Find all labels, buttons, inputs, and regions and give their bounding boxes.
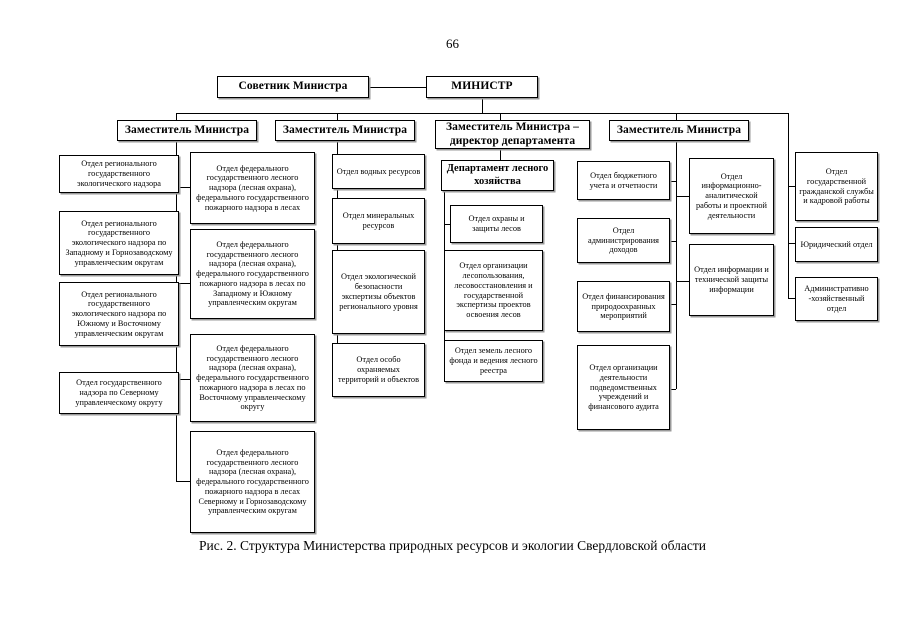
- connector-drop-deputy-3: [500, 113, 501, 121]
- unit-label: Отдел минеральных ресурсов: [342, 211, 415, 230]
- connector-branch-col2-b: [176, 283, 190, 284]
- unit-label: Отдел информационно-аналитической работы…: [696, 171, 767, 220]
- unit-label: Отдел организации лесопользования, лесов…: [454, 261, 533, 320]
- connector-branch-col2-a: [176, 187, 190, 188]
- unit-label: Отдел федерального государственного лесн…: [196, 163, 309, 212]
- unit-label: Отдел федерального государственного лесн…: [196, 343, 309, 412]
- unit-forest-use-organization[interactable]: Отдел организации лесопользования, лесов…: [444, 250, 543, 331]
- connector-branch-col5-a: [670, 181, 676, 182]
- unit-label: Отдел особо охраняемых территорий и объе…: [338, 355, 419, 384]
- figure-caption: Рис. 2. Структура Министерства природных…: [199, 538, 706, 553]
- unit-info-analytics[interactable]: Отдел информационно-аналитической работы…: [689, 158, 774, 234]
- connector-branch-col7-a: [788, 186, 795, 187]
- unit-label: Отдел земель лесного фонда и ведения лес…: [449, 346, 538, 375]
- unit-label: Административно -хозяйственный отдел: [804, 284, 869, 313]
- unit-label: Юридический отдел: [800, 239, 873, 249]
- connector-branch-col4-a: [444, 224, 450, 225]
- unit-regional-eco-1[interactable]: Отдел регионального государственного эко…: [59, 155, 179, 193]
- unit-label: Отдел информации и технической защиты ин…: [694, 265, 769, 294]
- connector-branch-col6-a: [676, 196, 689, 197]
- unit-label: Отдел охраны и защиты лесов: [468, 214, 525, 233]
- unit-revenue-administration[interactable]: Отдел администрирования доходов: [577, 218, 670, 263]
- connector-branch-col5-b: [670, 241, 676, 242]
- unit-label: Отдел государственной гражданской службы…: [799, 166, 874, 206]
- unit-forest-lands-registry[interactable]: Отдел земель лесного фонда и ведения лес…: [444, 340, 543, 382]
- unit-ecological-safety[interactable]: Отдел экологической безопасности эксперт…: [332, 250, 425, 334]
- node-department-head-label: Департамент лесного хозяйства: [446, 163, 549, 187]
- unit-federal-forest-4[interactable]: Отдел федерального государственного лесн…: [190, 431, 315, 533]
- unit-label: Отдел бюджетного учета и отчетности: [589, 170, 658, 190]
- unit-administrative-economic[interactable]: Административно -хозяйственный отдел: [795, 277, 878, 321]
- unit-label: Отдел государственного надзора по Северн…: [75, 378, 163, 407]
- node-deputy-4-label: Заместитель Министра: [616, 123, 742, 136]
- unit-label: Отдел регионального государственного эко…: [77, 159, 161, 188]
- node-minister[interactable]: МИНИСТР: [426, 76, 538, 98]
- unit-federal-forest-2[interactable]: Отдел федерального государственного лесн…: [190, 229, 315, 319]
- unit-federal-forest-3[interactable]: Отдел федерального государственного лесн…: [190, 334, 315, 422]
- unit-budget-accounting[interactable]: Отдел бюджетного учета и отчетности: [577, 161, 670, 200]
- unit-label: Отдел организации деятельности подведомс…: [588, 363, 659, 412]
- unit-label: Отдел водных ресурсов: [336, 166, 421, 176]
- unit-legal[interactable]: Юридический отдел: [795, 227, 878, 262]
- unit-mineral-resources[interactable]: Отдел минеральных ресурсов: [332, 198, 425, 244]
- node-deputy-3-label: Заместитель Министра – директор департам…: [445, 120, 580, 147]
- connector-advisor-minister: [369, 87, 426, 88]
- unit-regional-eco-4[interactable]: Отдел государственного надзора по Северн…: [59, 372, 179, 414]
- connector-drop-deputy-1: [176, 113, 177, 121]
- connector-branch-col5-c: [670, 304, 676, 305]
- connector-drop-deputy-4: [676, 113, 677, 121]
- connector-branch-col4-stem: [444, 191, 450, 192]
- node-deputy-4[interactable]: Заместитель Министра: [609, 120, 749, 141]
- connector-spine-col5-top: [676, 141, 677, 181]
- connector-deputy-bus: [176, 113, 788, 114]
- node-advisor-label: Советник Министра: [238, 80, 348, 93]
- unit-water-resources[interactable]: Отдел водных ресурсов: [332, 154, 425, 189]
- page-number: 66: [446, 36, 459, 51]
- unit-label: Отдел администрирования доходов: [588, 225, 659, 255]
- unit-label: Отдел регионального государственного эко…: [65, 218, 173, 267]
- unit-federal-forest-1[interactable]: Отдел федерального государственного лесн…: [190, 152, 315, 224]
- unit-label: Отдел федерального государственного лесн…: [196, 447, 309, 516]
- unit-information-protection[interactable]: Отдел информации и технической защиты ин…: [689, 244, 774, 316]
- connector-branch-col7-c: [788, 298, 795, 299]
- unit-label: Отдел финансирования природоохранных мер…: [582, 291, 665, 321]
- node-deputy-1[interactable]: Заместитель Министра: [117, 120, 257, 141]
- unit-protected-areas[interactable]: Отдел особо охраняемых территорий и объе…: [332, 343, 425, 397]
- connector-spine-col5: [676, 181, 677, 389]
- unit-regional-eco-2[interactable]: Отдел регионального государственного эко…: [59, 211, 179, 275]
- node-deputy-3[interactable]: Заместитель Министра – директор департам…: [435, 120, 590, 149]
- connector-branch-col2-d: [176, 481, 190, 482]
- connector-minister-stem: [482, 97, 483, 113]
- connector-branch-col7-b: [788, 243, 795, 244]
- unit-nature-funding[interactable]: Отдел финансирования природоохранных мер…: [577, 281, 670, 332]
- unit-subordinate-institutions-audit[interactable]: Отдел организации деятельности подведомс…: [577, 345, 670, 430]
- connector-branch-col5-d: [670, 389, 676, 390]
- unit-civil-service-hr[interactable]: Отдел государственной гражданской службы…: [795, 152, 878, 221]
- node-deputy-1-label: Заместитель Министра: [124, 123, 250, 136]
- unit-label: Отдел экологической безопасности эксперт…: [339, 272, 418, 311]
- node-deputy-2[interactable]: Заместитель Министра: [275, 120, 415, 141]
- connector-branch-col2-c: [176, 379, 190, 380]
- connector-branch-col6-b: [676, 281, 689, 282]
- unit-regional-eco-3[interactable]: Отдел регионального государственного эко…: [59, 282, 179, 346]
- connector-drop-deputy-2: [337, 113, 338, 121]
- node-minister-label: МИНИСТР: [451, 80, 513, 93]
- connector-admin-spine: [788, 113, 789, 298]
- node-deputy-2-label: Заместитель Министра: [282, 123, 408, 136]
- unit-label: Отдел регионального государственного эко…: [71, 289, 167, 338]
- unit-forest-protection[interactable]: Отдел охраны и защиты лесов: [450, 205, 543, 243]
- connector-spine-dept-head: [500, 149, 501, 160]
- unit-label: Отдел федерального государственного лесн…: [196, 239, 309, 308]
- node-department-head[interactable]: Департамент лесного хозяйства: [441, 160, 554, 191]
- node-advisor[interactable]: Советник Министра: [217, 76, 369, 98]
